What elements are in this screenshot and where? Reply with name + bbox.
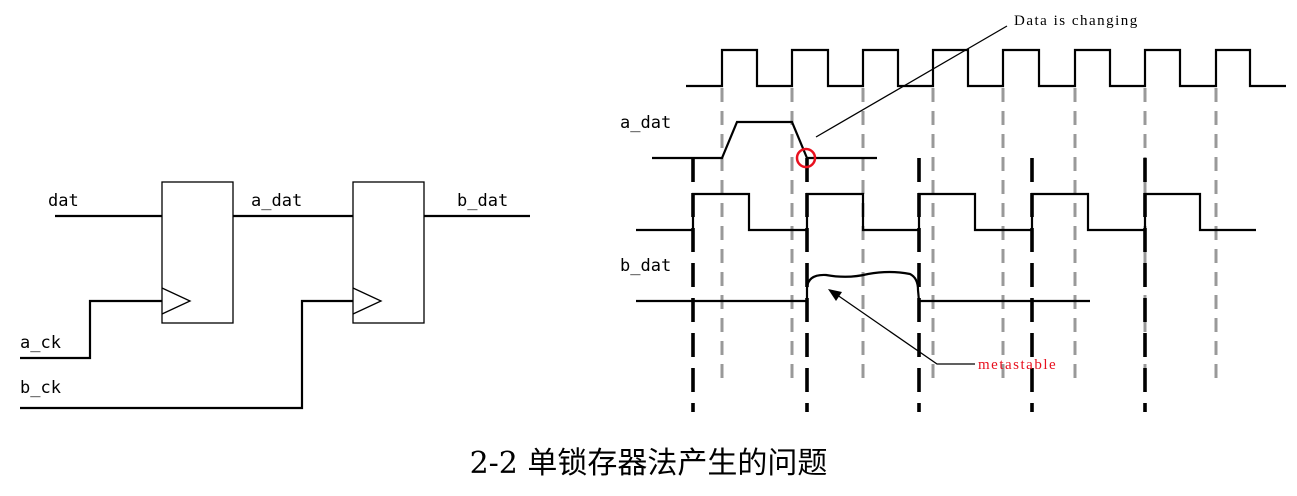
dat-label: dat bbox=[48, 191, 79, 211]
b-dat-wave-label: b_dat bbox=[620, 256, 671, 276]
b-ck-waveform bbox=[636, 192, 1256, 232]
data-changing-annotation: Data is changing bbox=[1014, 13, 1139, 29]
a-ck-waveform bbox=[686, 48, 1286, 88]
a-dat-waveform bbox=[652, 120, 877, 160]
a-ck-label: a_ck bbox=[20, 333, 61, 353]
clock-triangle-b bbox=[352, 287, 383, 315]
a-dat-wave-label: a_dat bbox=[620, 113, 671, 133]
clock-triangle-a bbox=[161, 287, 192, 315]
changing-leader-line bbox=[815, 25, 1008, 138]
metastable-annotation: metastable bbox=[978, 357, 1057, 373]
b-dat-waveform bbox=[636, 270, 1090, 303]
schematic: dat a_dat b_dat a_ck b_ck bbox=[20, 181, 530, 410]
figure-caption: 2-2 单锁存器法产生的问题 bbox=[469, 446, 828, 481]
a-ck-wire bbox=[20, 299, 162, 360]
b-dat-label: b_dat bbox=[457, 191, 508, 211]
a-dat-label: a_dat bbox=[251, 191, 302, 211]
metastable-leader-line bbox=[829, 289, 975, 365]
flip-flop-b bbox=[352, 181, 425, 324]
a-clock-edge-lines bbox=[720, 88, 1218, 378]
b-ck-wire bbox=[20, 299, 353, 410]
arrowhead-icon bbox=[828, 289, 842, 301]
highlight-circle bbox=[795, 147, 817, 169]
b-ck-label: b_ck bbox=[20, 378, 61, 398]
timing-waveforms: a_dat b_dat Data is changing metastable bbox=[620, 13, 1286, 412]
flip-flop-a bbox=[161, 181, 234, 324]
